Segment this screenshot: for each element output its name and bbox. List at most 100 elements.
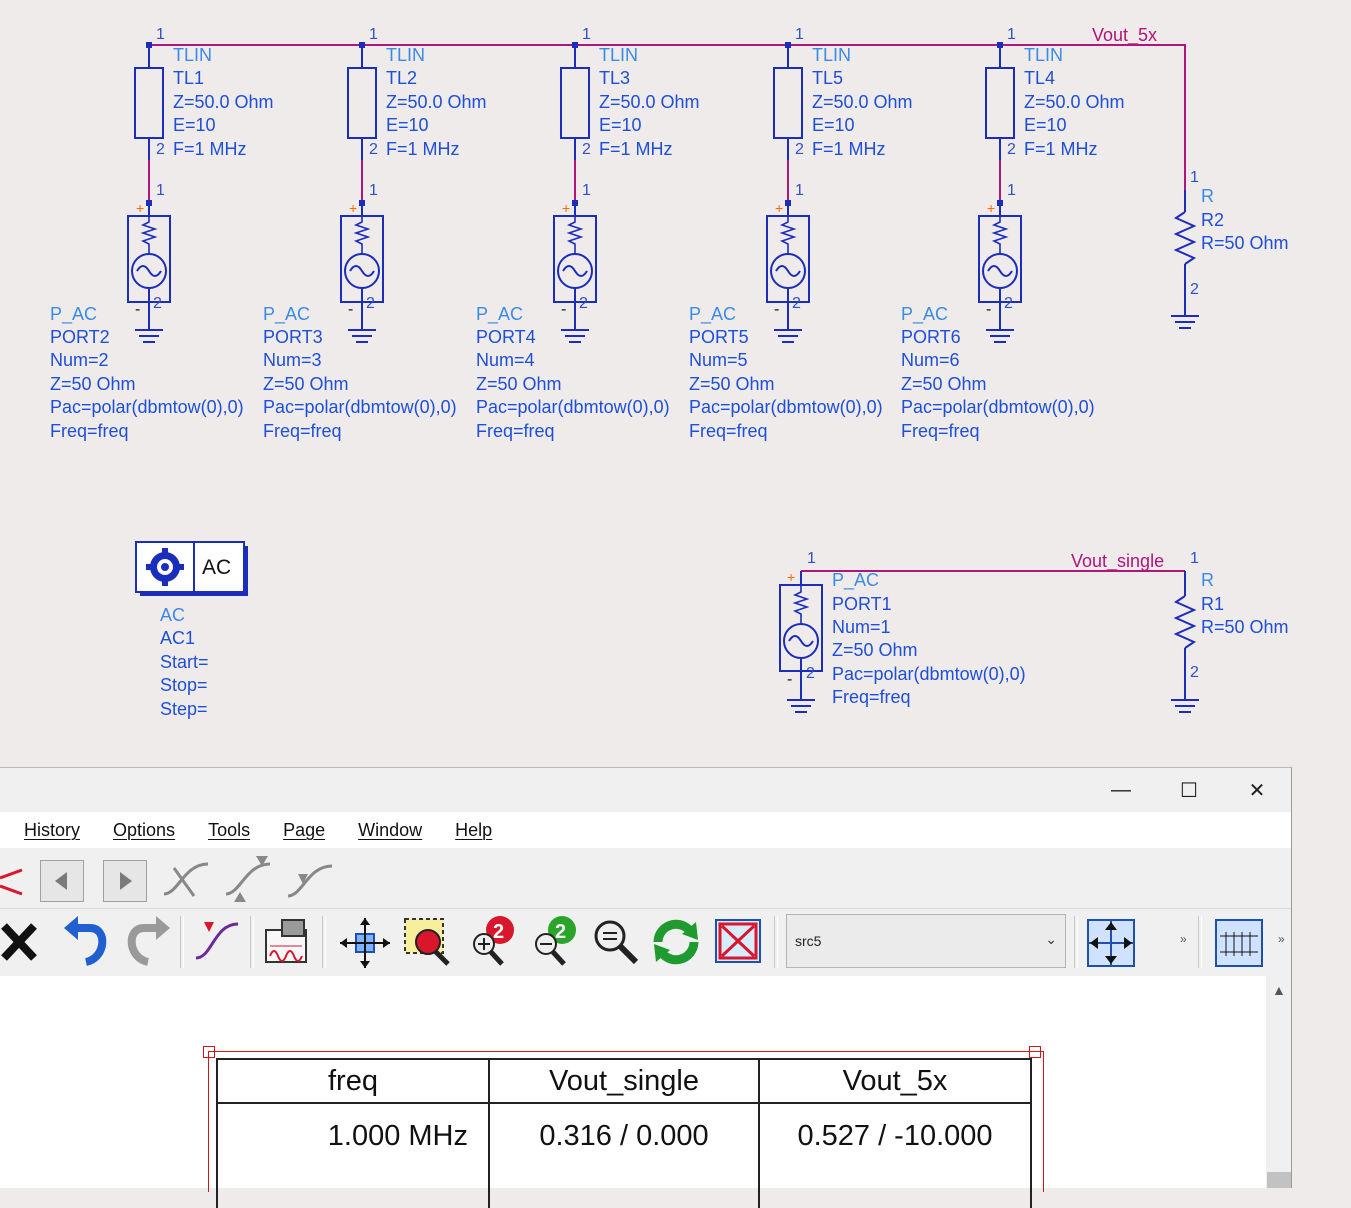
plus-marker: + bbox=[787, 569, 795, 585]
tline-name: TL3 bbox=[599, 68, 630, 88]
toolbar-separator bbox=[1074, 916, 1078, 968]
r2-type: R bbox=[1201, 186, 1214, 206]
tline-impedance: Z=50.0 Ohm bbox=[812, 92, 913, 112]
table-cell-freq: 1.000 MHz bbox=[216, 1103, 490, 1168]
resize-handle[interactable] bbox=[203, 1046, 215, 1058]
tline-frequency: F=1 MHz bbox=[173, 139, 247, 159]
port-name: PORT6 bbox=[901, 327, 961, 347]
selection-frame bbox=[208, 1051, 1044, 1192]
data-display-window[interactable]: — ☐ ✕ History Options Tools Page Window … bbox=[0, 767, 1292, 1208]
pin-label: 2 bbox=[153, 295, 162, 312]
page-canvas[interactable]: freq Vout_single Vout_5x 1.000 MHz 0.316… bbox=[0, 976, 1266, 1208]
ac-gear-icon bbox=[146, 548, 184, 586]
minus-marker: - bbox=[986, 301, 991, 318]
port-impedance: Z=50 Ohm bbox=[901, 374, 987, 394]
refresh-icon[interactable] bbox=[650, 916, 702, 968]
plot-options-icon[interactable] bbox=[262, 916, 312, 966]
overflow-icon[interactable]: » bbox=[1180, 932, 1187, 946]
menu-tools[interactable]: Tools bbox=[208, 819, 251, 840]
insert-trace-icon[interactable] bbox=[192, 918, 242, 964]
triangle-left-icon bbox=[55, 872, 67, 890]
menu-page[interactable]: Page bbox=[283, 819, 326, 840]
partial-marker-icon[interactable] bbox=[0, 862, 26, 902]
wire-vout-5x[interactable] bbox=[149, 44, 1186, 190]
main-toolbar: 2 2 bbox=[0, 910, 1291, 974]
plot-type-icon[interactable] bbox=[1214, 918, 1266, 968]
resistor-r1[interactable]: 2 R R1 R=50 Ohm bbox=[1171, 570, 1289, 713]
menu-window[interactable]: Window bbox=[358, 819, 423, 840]
net-label-vout-5x: Vout_5x bbox=[1092, 25, 1157, 46]
next-marker-button[interactable] bbox=[103, 860, 147, 902]
triangle-right-icon bbox=[120, 872, 132, 890]
marker-x-icon[interactable] bbox=[160, 858, 212, 902]
svg-text:2: 2 bbox=[555, 921, 566, 943]
port-impedance: Z=50 Ohm bbox=[689, 374, 775, 394]
menu-history[interactable]: History bbox=[24, 819, 81, 840]
zoom-out-icon[interactable]: 2 bbox=[528, 914, 580, 968]
tline-name: TL4 bbox=[1024, 68, 1055, 88]
pin-label: 1 bbox=[795, 182, 804, 199]
pin-label: 1 bbox=[582, 26, 591, 43]
pin-label: 1 bbox=[369, 182, 378, 199]
zoom-window-icon[interactable] bbox=[402, 914, 454, 968]
close-button[interactable]: ✕ bbox=[1248, 779, 1266, 802]
delete-icon[interactable] bbox=[0, 920, 40, 964]
plus-marker: + bbox=[775, 200, 783, 216]
arrange-icon[interactable] bbox=[1086, 918, 1138, 968]
pin-label: 2 bbox=[369, 141, 378, 158]
port1-z: Z=50 Ohm bbox=[832, 640, 918, 660]
port-number: Num=4 bbox=[476, 350, 535, 370]
port1-subcircuit[interactable]: Vout_single 1 1 + - 2 P_AC PORT1 Num=1 Z… bbox=[779, 550, 1289, 713]
redo-icon[interactable] bbox=[126, 916, 172, 966]
port1-source[interactable]: + - 2 bbox=[779, 569, 823, 713]
data-source-combo[interactable]: src5 ⌄ bbox=[786, 914, 1066, 968]
pin-label: 1 bbox=[795, 26, 804, 43]
marker-delta-icon[interactable] bbox=[222, 854, 274, 904]
plus-marker: + bbox=[349, 200, 357, 216]
tline-electrical-length: E=10 bbox=[812, 115, 855, 135]
port-number: Num=6 bbox=[901, 350, 960, 370]
menu-options[interactable]: Options bbox=[113, 819, 176, 840]
menu-bar: History Options Tools Page Window Help bbox=[0, 812, 1291, 848]
column-header-vout-5x: Vout_5x bbox=[758, 1058, 1032, 1104]
port-type: P_AC bbox=[476, 304, 523, 325]
undo-icon[interactable] bbox=[62, 916, 108, 966]
menu-help[interactable]: Help bbox=[455, 819, 493, 840]
tline-frequency: F=1 MHz bbox=[386, 139, 460, 159]
tline-name: TL2 bbox=[386, 68, 417, 88]
port-power: Pac=polar(dbmtow(0),0) bbox=[901, 397, 1095, 417]
results-table[interactable]: freq Vout_single Vout_5x 1.000 MHz 0.316… bbox=[216, 1058, 1032, 1208]
ac-simulation-controller[interactable]: AC AC AC1 Start= Stop= Step= bbox=[135, 541, 248, 719]
zoom-in-icon[interactable]: 2 bbox=[466, 914, 518, 968]
scroll-up-icon[interactable]: ▲ bbox=[1272, 982, 1286, 998]
pin-label: 1 bbox=[1190, 550, 1199, 567]
tline-electrical-length: E=10 bbox=[599, 115, 642, 135]
resize-handle[interactable] bbox=[1029, 1046, 1041, 1058]
vertical-scrollbar[interactable]: ▲ bbox=[1267, 976, 1291, 1188]
tline-type: TLIN bbox=[599, 45, 638, 65]
tline-type: TLIN bbox=[173, 45, 212, 65]
resistor-r2[interactable]: 1 2 R R2 R=50 Ohm bbox=[1171, 169, 1289, 329]
overflow-icon[interactable]: » bbox=[1278, 932, 1285, 946]
pin-label: 2 bbox=[1190, 281, 1199, 298]
port-type: P_AC bbox=[50, 304, 97, 325]
minimize-button[interactable]: — bbox=[1111, 778, 1131, 801]
marker-trace-icon[interactable] bbox=[284, 860, 336, 904]
move-pan-icon[interactable] bbox=[340, 918, 390, 968]
previous-marker-button[interactable] bbox=[40, 860, 84, 902]
net-label-vout-single: Vout_single bbox=[1071, 551, 1164, 572]
minus-marker: - bbox=[348, 301, 353, 318]
maximize-button[interactable]: ☐ bbox=[1180, 779, 1198, 802]
port1-type: P_AC bbox=[832, 570, 879, 591]
tline-electrical-length: E=10 bbox=[386, 115, 429, 135]
zoom-reset-icon[interactable] bbox=[590, 916, 642, 968]
toolbar-separator bbox=[180, 916, 184, 968]
delete-plot-icon[interactable] bbox=[714, 918, 764, 966]
scroll-thumb[interactable] bbox=[1267, 1172, 1291, 1188]
